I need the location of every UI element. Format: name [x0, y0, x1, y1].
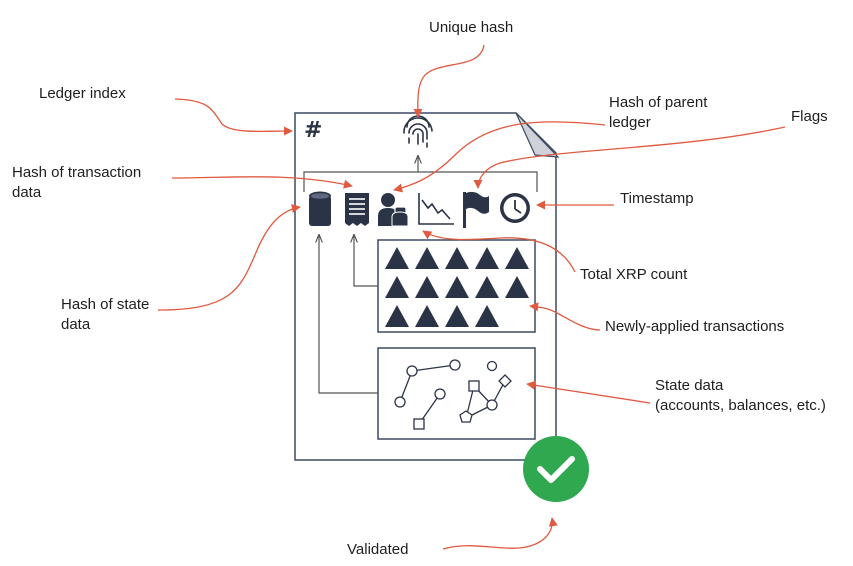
transaction-triangle	[385, 305, 409, 327]
flag-icon	[463, 191, 489, 228]
arrow-validated	[442, 517, 558, 550]
transaction-triangle	[475, 276, 499, 298]
arrow-state-hash	[157, 203, 301, 311]
transaction-triangle	[505, 247, 529, 269]
checkmark-icon	[523, 436, 589, 502]
internal-connectors	[319, 235, 378, 394]
label-hash-tx-1: Hash of transaction	[12, 164, 142, 181]
transactions-box	[377, 239, 536, 333]
chart-down-icon	[418, 193, 454, 225]
ledger-index-symbol: #	[304, 118, 322, 143]
label-validated: Validated	[347, 541, 409, 558]
label-total-xrp: Total XRP count	[580, 266, 688, 283]
transaction-triangle	[385, 276, 409, 298]
label-state-data-2: (accounts, balances, etc.)	[655, 397, 826, 414]
arrow-new-tx	[529, 302, 601, 331]
transaction-triangle	[445, 247, 469, 269]
page-curl	[515, 112, 560, 158]
transaction-triangle	[475, 305, 499, 327]
annotation-arrows	[157, 44, 786, 550]
person-icon	[378, 193, 409, 227]
transaction-triangle	[475, 247, 499, 269]
label-hash-parent-2: ledger	[609, 114, 651, 131]
label-ledger-index: Ledger index	[39, 85, 126, 102]
label-new-tx: Newly-applied transactions	[605, 318, 785, 335]
arrow-xrp	[422, 230, 576, 273]
transaction-triangle	[445, 276, 469, 298]
arrow-state-data	[526, 380, 651, 404]
label-hash-parent-1: Hash of parent	[609, 94, 708, 111]
arrow-ledger-index	[174, 98, 293, 136]
label-hash-state-1: Hash of state	[61, 296, 150, 313]
label-hash-tx-2: data	[12, 184, 42, 201]
transaction-triangle	[445, 305, 469, 327]
transaction-triangle	[415, 276, 439, 298]
transaction-triangle	[415, 247, 439, 269]
clock-icon	[500, 193, 530, 223]
label-state-data-1: State data	[655, 377, 724, 394]
header-bracket	[303, 156, 538, 192]
transaction-triangle	[385, 247, 409, 269]
arrow-flags	[473, 126, 786, 189]
label-unique-hash: Unique hash	[429, 19, 514, 36]
state-data-box	[377, 347, 536, 440]
label-timestamp: Timestamp	[620, 190, 694, 207]
label-hash-state-2: data	[61, 316, 91, 333]
label-flags: Flags	[791, 108, 828, 125]
receipt-icon	[345, 193, 369, 226]
arrow-unique-hash	[413, 44, 485, 118]
arrow-parent-ledger	[393, 121, 606, 193]
database-icon	[309, 191, 331, 226]
transaction-triangle	[505, 276, 529, 298]
transaction-triangle	[415, 305, 439, 327]
arrow-tx-data	[171, 176, 353, 189]
